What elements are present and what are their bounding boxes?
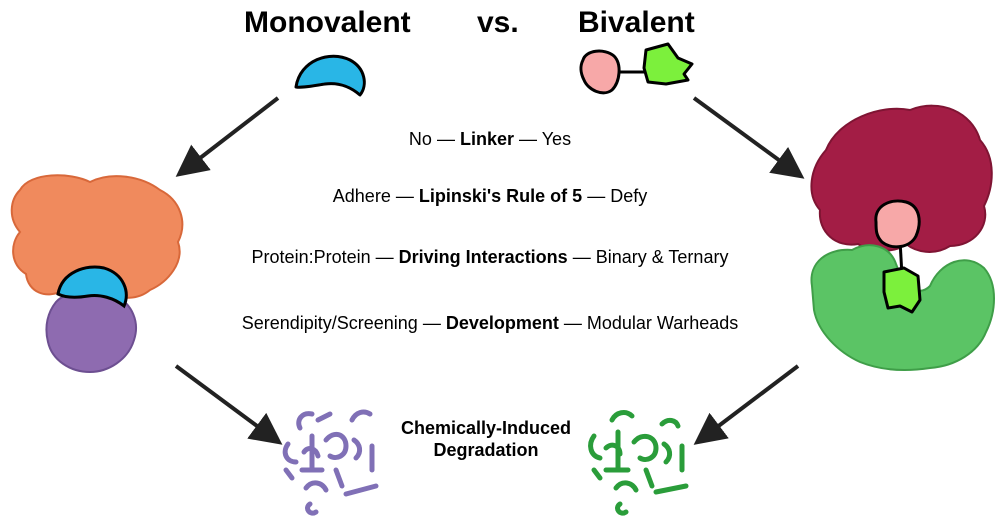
warhead-bound-pink [874, 199, 921, 249]
target-protein-left [10, 174, 184, 299]
comparison-topic: Linker [459, 129, 514, 149]
bivalent-complex [810, 104, 995, 371]
separator: — [375, 247, 394, 267]
comparison-right: Binary & Ternary [595, 247, 729, 267]
comparison-row-linker: No — Linker — Yes [180, 129, 800, 150]
comparison-topic: Development [445, 313, 559, 333]
title-bivalent: Bivalent [578, 6, 695, 39]
comparison-left: Adhere [332, 186, 391, 206]
arrow-left-to-degradation [174, 364, 283, 445]
comparison-topic: Lipinski's Rule of 5 [418, 186, 583, 206]
degraded-fragments-left [282, 409, 379, 516]
warhead-bound-green [882, 266, 922, 314]
comparison-right: Yes [541, 129, 572, 149]
separator: — [519, 129, 538, 149]
target-protein-right [810, 104, 993, 253]
comparison-left: Serendipity/Screening [241, 313, 418, 333]
outcome-label: Chemically-Induced Degradation [376, 417, 596, 461]
separator: — [563, 313, 582, 333]
outcome-line2: Degradation [433, 440, 539, 460]
title-monovalent: Monovalent [244, 6, 411, 39]
arrow-degrader-to-complex [692, 96, 805, 179]
comparison-right: Modular Warheads [586, 313, 739, 333]
arrow-right-to-degradation [693, 364, 800, 445]
comparison-left: Protein:Protein [251, 247, 371, 267]
comparison-right: Defy [610, 186, 648, 206]
arrow-glue-to-complex [175, 96, 280, 177]
monovalent-complex [10, 174, 184, 374]
comparison-row-lipinski: Adhere — Lipinski's Rule of 5 — Defy [180, 186, 800, 207]
comparison-row-interactions: Protein:Protein — Driving Interactions —… [180, 247, 800, 268]
outcome-line1: Chemically-Induced [400, 418, 572, 438]
title-vs: vs. [477, 6, 519, 39]
separator: — [395, 186, 414, 206]
comparison-row-development: Serendipity/Screening — Development — Mo… [180, 313, 800, 334]
separator: — [587, 186, 606, 206]
degraded-fragments-right [588, 410, 689, 516]
separator: — [436, 129, 455, 149]
bivalent-degrader-icon [579, 42, 694, 95]
comparison-left: No [408, 129, 432, 149]
monovalent-glue-icon [294, 54, 366, 97]
separator: — [422, 313, 441, 333]
separator: — [572, 247, 591, 267]
glue-bound-left [56, 265, 128, 309]
comparison-topic: Driving Interactions [398, 247, 568, 267]
